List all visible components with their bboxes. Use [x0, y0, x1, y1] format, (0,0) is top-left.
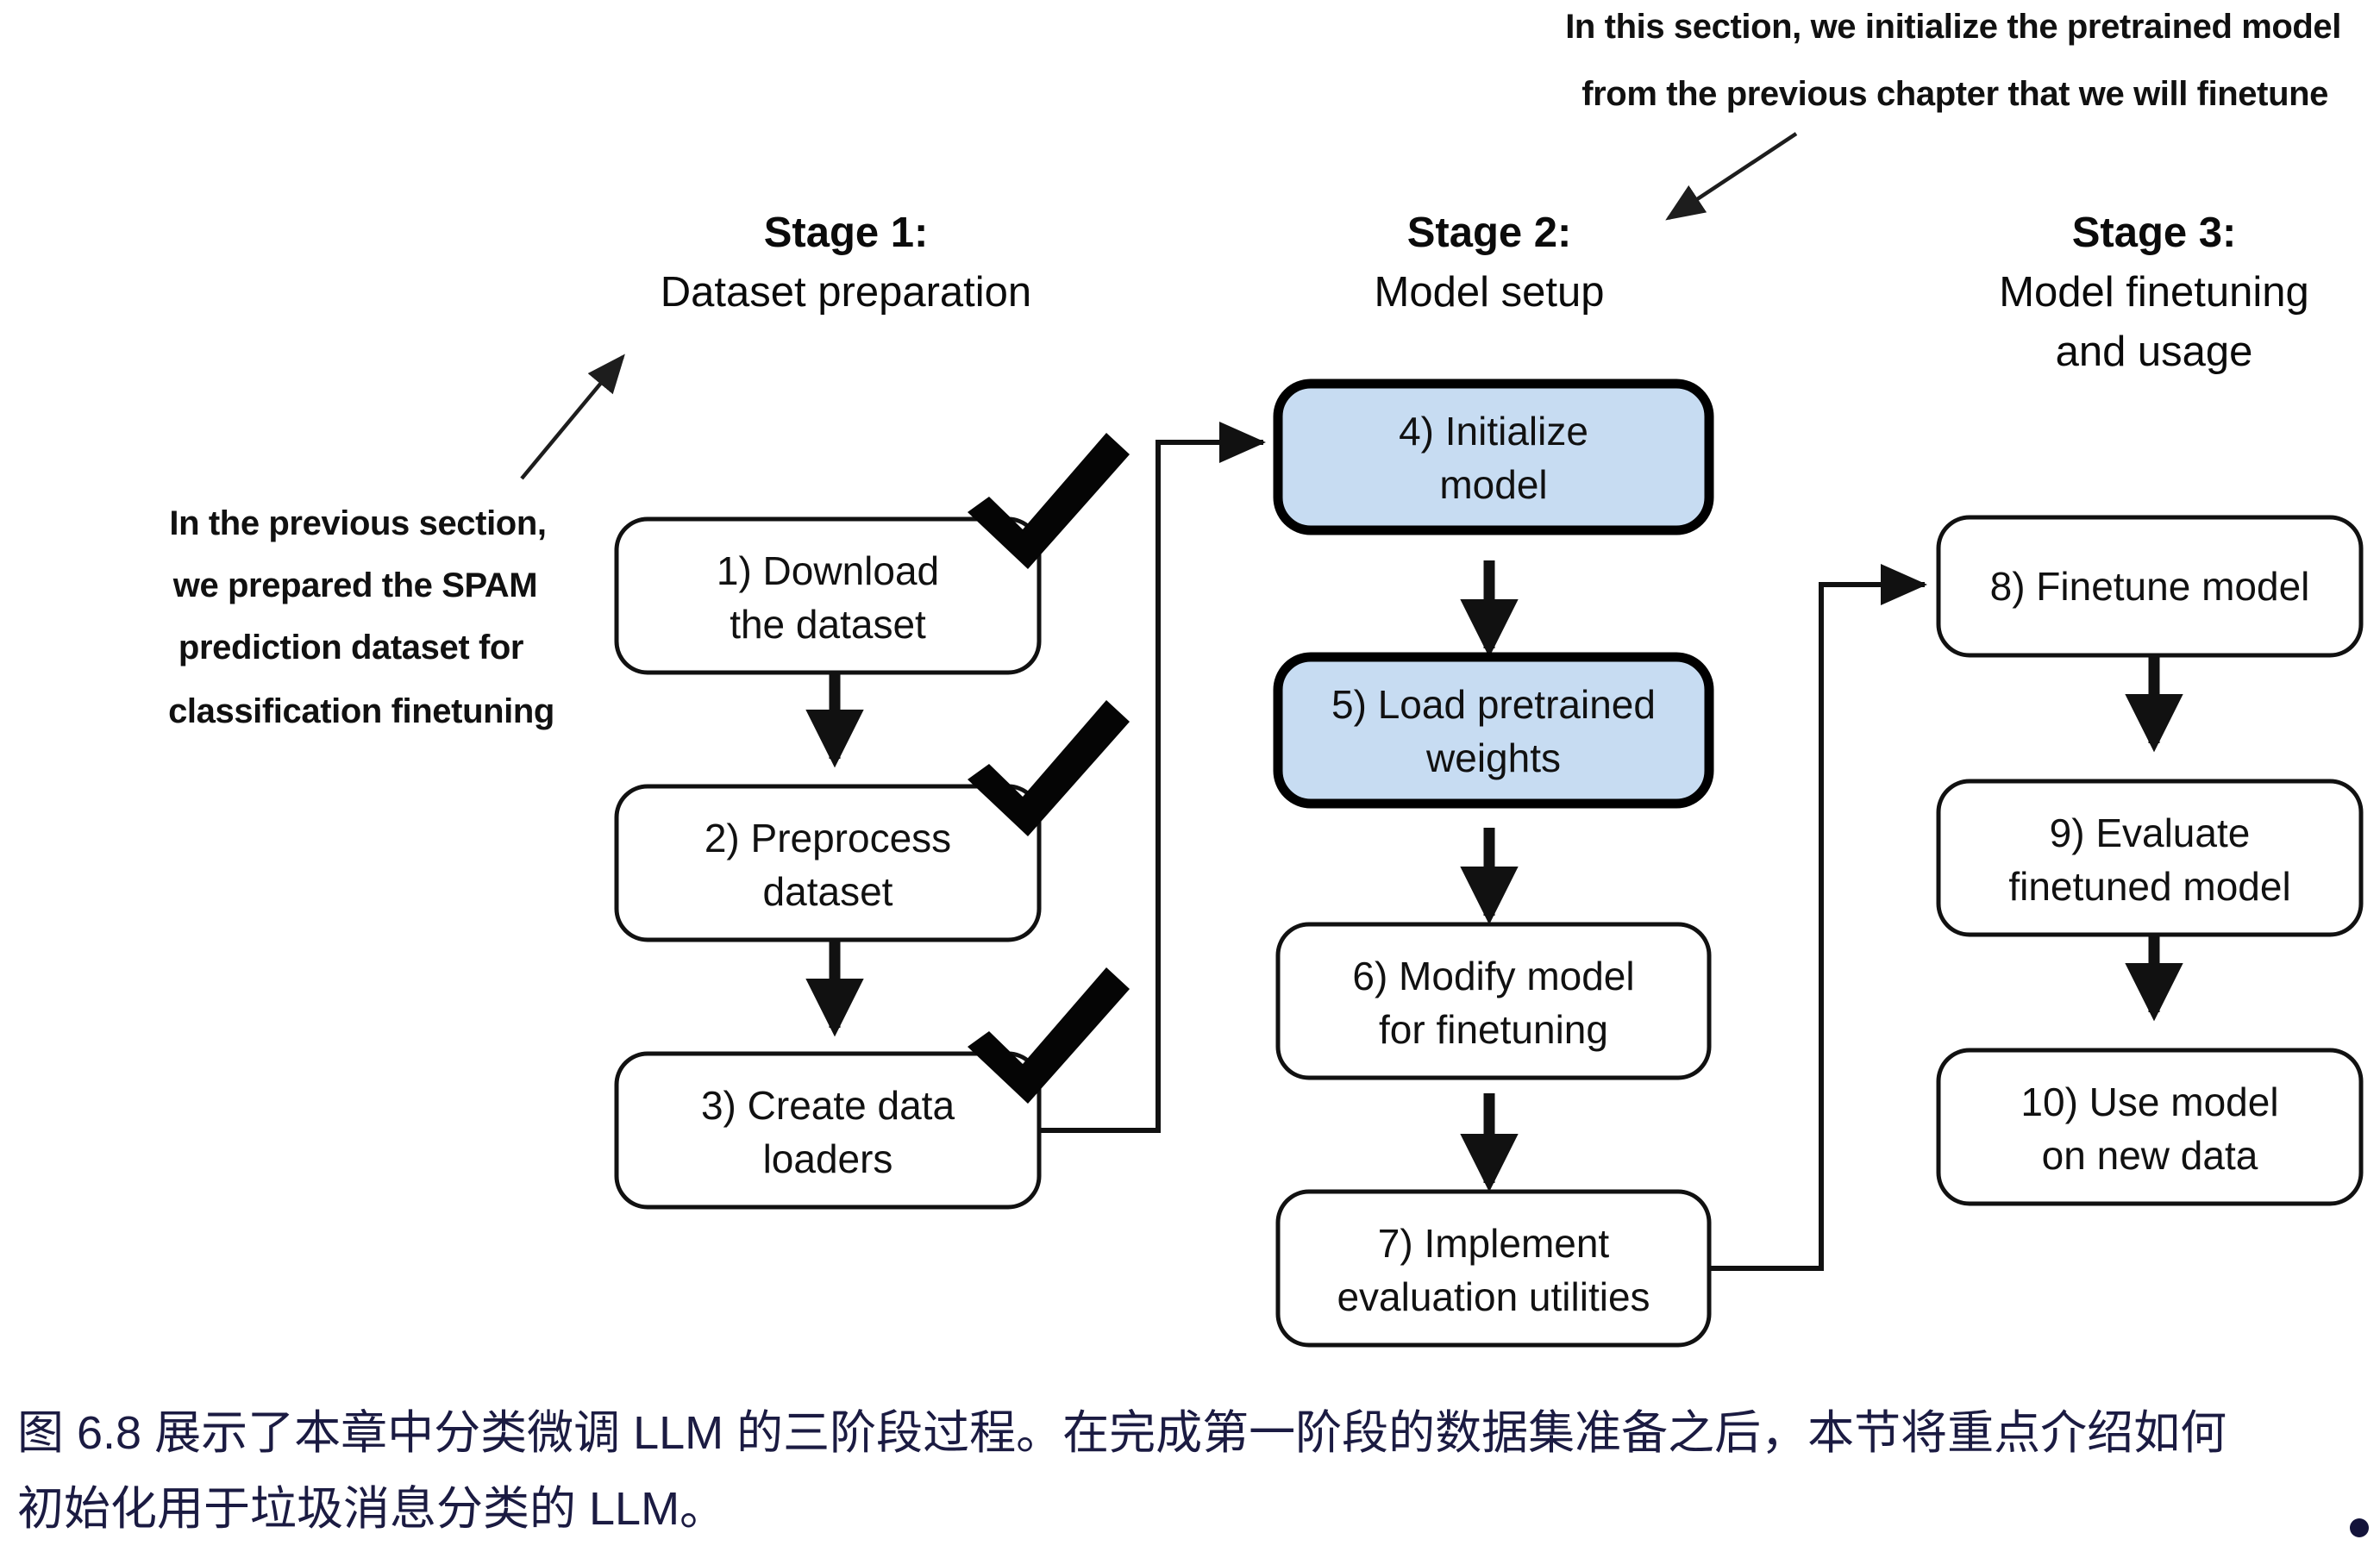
- step-3-box[interactable]: [614, 1051, 1042, 1210]
- step-7-label-line-1: 7) Implement: [1378, 1221, 1610, 1266]
- page-marker-dot: [2350, 1518, 2369, 1537]
- step-3-label-line-2: loaders: [763, 1136, 893, 1181]
- step-8-box[interactable]: [1936, 515, 2364, 658]
- stage-2-subtitle: Model setup: [1375, 269, 1605, 316]
- stage-3-step-8[interactable]: 8) Finetune model: [1936, 515, 2364, 658]
- this-section-note-line-1: In this section, we initialize the pretr…: [1565, 8, 2341, 46]
- stage-1-subtitle: Dataset preparation: [661, 269, 1031, 316]
- step-7-box[interactable]: [1275, 1189, 1712, 1348]
- previous-section-note-line-1: In the previous section,: [169, 504, 546, 542]
- stage-1-step-1[interactable]: 1) Download the dataset: [614, 433, 1130, 675]
- stage-3-header: Stage 3: Model finetuning and usage: [1999, 210, 2309, 375]
- stage-2-step-7[interactable]: 7) Implement evaluation utilities: [1275, 1189, 1712, 1348]
- stage-3-subtitle-line-1: Model finetuning: [1999, 269, 2309, 316]
- this-section-note-line-2: from the previous chapter that we will f…: [1581, 75, 2328, 113]
- previous-section-note-line-4: classification finetuning: [168, 692, 554, 730]
- step-10-label-line-2: on new data: [2042, 1133, 2258, 1178]
- step-3-check-icon: [968, 967, 1130, 1104]
- step-10-box[interactable]: [1936, 1048, 2364, 1206]
- step-5-label-line-2: weights: [1425, 735, 1561, 780]
- stage-1-title: Stage 1:: [764, 210, 929, 256]
- stage-2-step-4[interactable]: 4) Initialize model: [1273, 379, 1714, 535]
- stage-2-step-5[interactable]: 5) Load pretrained weights: [1273, 652, 1714, 809]
- previous-section-note: In the previous section, we prepared the…: [168, 354, 625, 730]
- stage-3-title: Stage 3:: [2072, 210, 2237, 256]
- step-6-label-line-2: for finetuning: [1379, 1007, 1608, 1052]
- stage-2-header: Stage 2: Model setup: [1375, 210, 1605, 316]
- stage-3-subtitle-line-2: and usage: [2056, 329, 2253, 375]
- step-2-box[interactable]: [614, 784, 1042, 942]
- step-2-check-icon: [968, 700, 1130, 836]
- step-10-label-line-1: 10) Use model: [2020, 1080, 2278, 1124]
- step-9-label-line-2: finetuned model: [2008, 864, 2290, 909]
- this-section-note-arrow: [1665, 132, 1798, 221]
- step-8-label-line-1: 8) Finetune model: [1990, 564, 2310, 609]
- step-1-box[interactable]: [614, 516, 1042, 675]
- caption-line-1: 图 6.8 展示了本章中分类微调 LLM 的三阶段过程。在完成第一阶段的数据集准…: [17, 1407, 2227, 1459]
- connector-stage1-to-stage2: [1039, 422, 1266, 1133]
- step-4-box[interactable]: [1273, 379, 1714, 535]
- previous-section-note-line-2: we prepared the SPAM: [172, 566, 537, 604]
- step-1-check-icon: [968, 433, 1130, 569]
- stage-3-step-10[interactable]: 10) Use model on new data: [1936, 1048, 2364, 1206]
- figure-caption: 图 6.8 展示了本章中分类微调 LLM 的三阶段过程。在完成第一阶段的数据集准…: [17, 1407, 2227, 1535]
- step-3-label-line-1: 3) Create data: [701, 1083, 955, 1128]
- step-2-label-line-1: 2) Preprocess: [705, 816, 951, 860]
- step-4-label-line-2: model: [1439, 462, 1547, 507]
- stage-2-title: Stage 2:: [1407, 210, 1572, 256]
- this-section-note: In this section, we initialize the pretr…: [1565, 8, 2341, 221]
- step-1-label-line-2: the dataset: [730, 602, 926, 647]
- stage-1-step-2[interactable]: 2) Preprocess dataset: [614, 700, 1130, 942]
- previous-section-note-line-3: prediction dataset for: [178, 629, 523, 666]
- step-7-label-line-2: evaluation utilities: [1337, 1274, 1650, 1319]
- previous-section-note-arrow: [520, 354, 625, 480]
- step-4-label-line-1: 4) Initialize: [1399, 409, 1588, 454]
- stage-1-header: Stage 1: Dataset preparation: [661, 210, 1031, 316]
- step-1-label-line-1: 1) Download: [717, 548, 939, 593]
- stage-2-step-6[interactable]: 6) Modify model for finetuning: [1275, 922, 1712, 1080]
- stage-1-step-3[interactable]: 3) Create data loaders: [614, 967, 1130, 1210]
- step-5-box[interactable]: [1273, 652, 1714, 809]
- step-6-label-line-1: 6) Modify model: [1352, 954, 1634, 998]
- step-9-label-line-1: 9) Evaluate: [2050, 810, 2251, 855]
- connector-stage2-to-stage3: [1709, 564, 1927, 1271]
- step-2-label-line-2: dataset: [763, 869, 893, 914]
- step-9-box[interactable]: [1936, 779, 2364, 937]
- caption-line-2: 初始化用于垃圾消息分类的 LLM。: [17, 1483, 726, 1535]
- step-6-box[interactable]: [1275, 922, 1712, 1080]
- stage-3-step-9[interactable]: 9) Evaluate finetuned model: [1936, 779, 2364, 937]
- step-5-label-line-1: 5) Load pretrained: [1331, 682, 1656, 727]
